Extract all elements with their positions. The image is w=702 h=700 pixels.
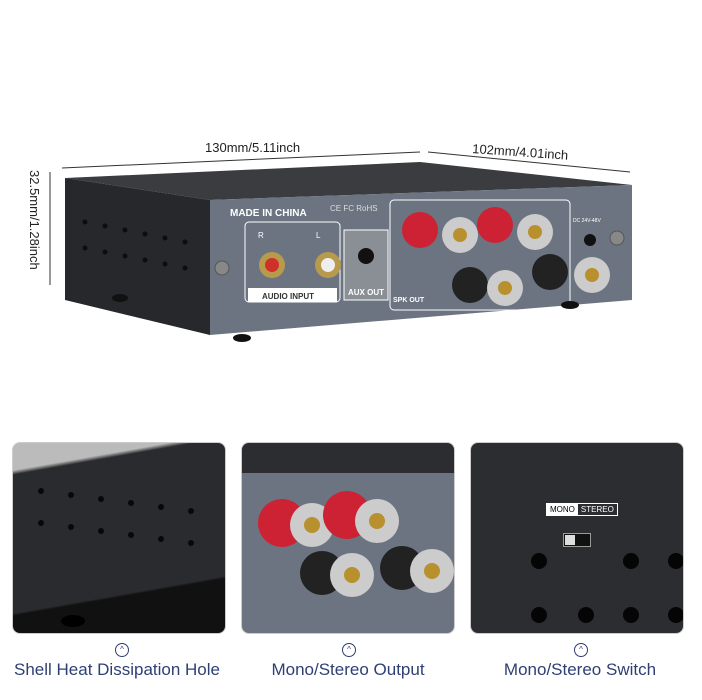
length-label: 130mm/5.11inch [205,140,300,155]
rca-r-label: R [258,231,264,240]
stereo-label: STEREO [580,505,614,514]
detail-mono-stereo-switch: MONO STEREO [470,442,684,634]
spk-out-label: SPK OUT [393,297,425,304]
heat-dissipation-holes [82,219,188,271]
cert-label: CE FC RoHS [330,204,378,213]
caption-heat-holes: Shell Heat Dissipation Hole [14,660,220,679]
mono-stereo-switch[interactable] [563,533,591,547]
caption-switch: Mono/Stereo Switch [503,660,657,679]
dc-jack [584,234,596,246]
rca-l-label: L [316,231,321,240]
chevron-up-circle-icon: ^ [115,643,129,657]
caption-output: Mono/Stereo Output [271,660,425,679]
chevron-up-circle-icon: ^ [342,643,356,657]
mono-label: MONO [547,504,578,515]
aux-out-jack [358,248,374,264]
detail-mono-stereo-output [241,442,455,634]
detail-heat-holes [12,442,226,634]
aux-out-label: AUX OUT [348,288,384,297]
side-shell [65,178,210,335]
dimension-height: 32.5mm/1.28inch [27,170,51,285]
width-label: 102mm/4.01inch [472,141,569,163]
audio-input-label: AUDIO INPUT [262,292,314,301]
chevron-up-circle-icon: ^ [574,643,588,657]
product-illustration: 130mm/5.11inch 102mm/4.01inch 32.5mm/1.2… [27,140,632,342]
made-in-label: MADE IN CHINA [230,208,307,219]
dc-label: DC 24V-48V [573,218,601,224]
height-label: 32.5mm/1.28inch [27,170,42,270]
speaker-terminals [402,207,610,306]
dimension-length: 130mm/5.11inch [61,140,421,169]
dimension-width: 102mm/4.01inch [427,141,631,173]
